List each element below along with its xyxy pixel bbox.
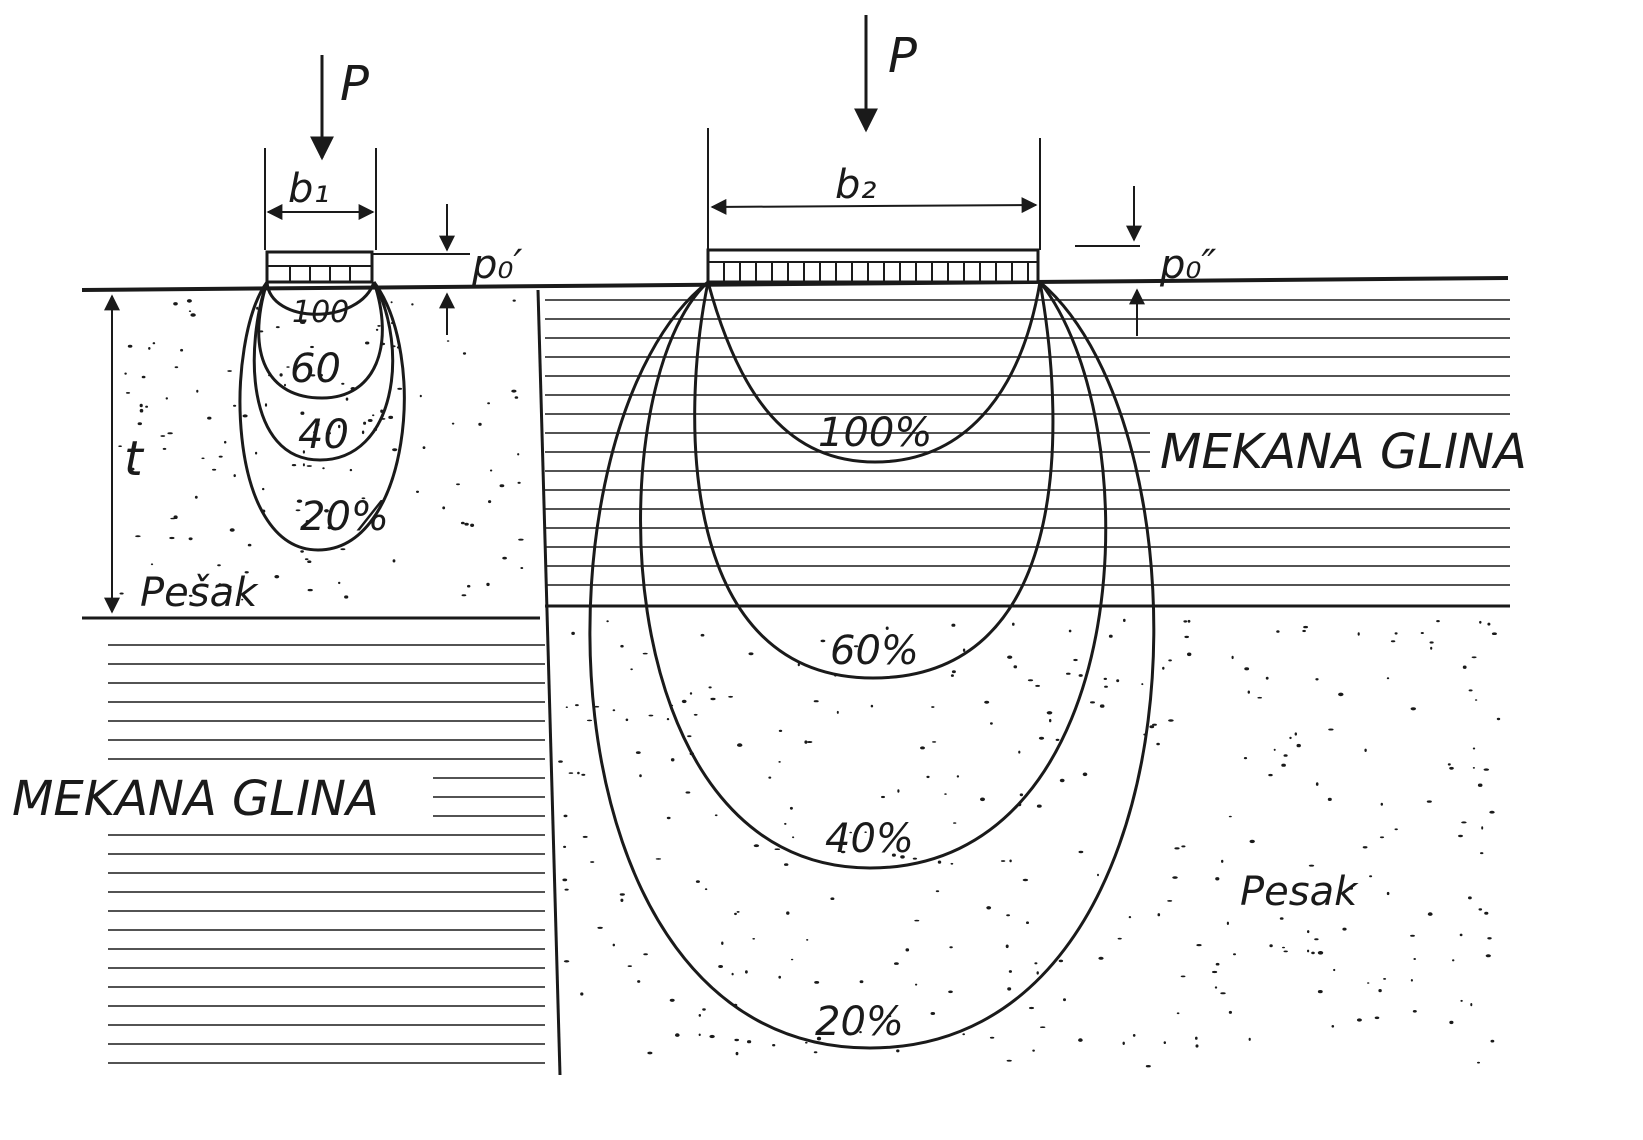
left-bulb-label-40: 40 bbox=[298, 412, 349, 458]
right-bulb-label-40: 40% bbox=[825, 816, 914, 862]
left-sand-label: Pešak bbox=[140, 570, 259, 616]
depth-label: t bbox=[124, 431, 145, 487]
right-width-label: b₂ bbox=[835, 162, 876, 208]
right-bulb-label-20: 20% bbox=[815, 999, 904, 1045]
left-soft-clay-label: MEKANA GLINA bbox=[12, 771, 379, 827]
left-pressure-label: p₀′ bbox=[471, 242, 523, 288]
left-bulb-label-60: 60 bbox=[290, 346, 341, 392]
right-bulb-label-100: 100% bbox=[818, 410, 932, 456]
left-width-label: b₁ bbox=[288, 166, 329, 212]
left-pressure-bulbs bbox=[238, 281, 406, 552]
right-load-label: P bbox=[888, 28, 917, 84]
left-bulb-40 bbox=[252, 281, 395, 462]
right-bulb-100 bbox=[706, 281, 1042, 464]
zone-boundary-line bbox=[536, 289, 562, 1076]
right-width-dimension bbox=[707, 128, 1041, 250]
left-load-label: P bbox=[340, 56, 369, 112]
right-sand-label: Pesak bbox=[1240, 869, 1359, 915]
right-bulb-60 bbox=[693, 281, 1055, 680]
left-bulb-100 bbox=[265, 281, 376, 316]
left-pressure-dimension bbox=[372, 204, 470, 335]
left-width-dimension bbox=[264, 148, 377, 250]
right-footing bbox=[706, 248, 1040, 284]
ground-surface-line bbox=[81, 276, 1509, 292]
right-bulb-20 bbox=[588, 280, 1156, 1050]
right-bulb-label-60: 60% bbox=[830, 628, 919, 674]
right-pressure-bulbs bbox=[588, 280, 1156, 1050]
right-pressure-label: p₀″ bbox=[1159, 242, 1216, 288]
left-bulb-label-100: 100 bbox=[292, 295, 349, 330]
right-soft-clay-label: MEKANA GLINA bbox=[1160, 424, 1527, 480]
left-bulb-20 bbox=[238, 281, 406, 552]
left-clay-hatching bbox=[108, 644, 545, 1064]
left-bulb-60 bbox=[257, 281, 384, 400]
right-pressure-dimension bbox=[1075, 186, 1145, 336]
left-bulb-label-20: 20% bbox=[300, 494, 389, 540]
right-bulb-40 bbox=[639, 280, 1108, 870]
left-footing bbox=[265, 250, 374, 284]
